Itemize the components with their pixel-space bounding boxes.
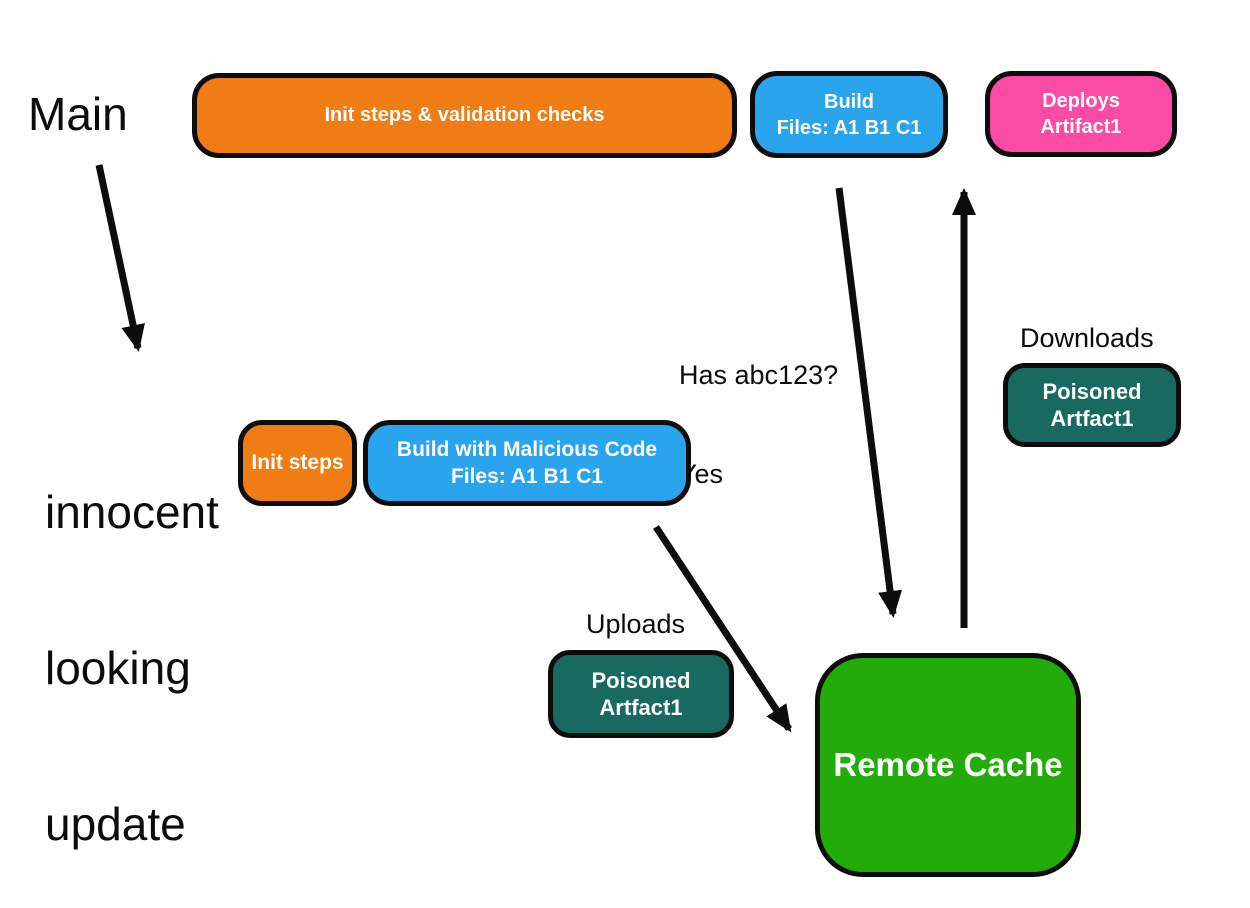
uploads-label: Uploads — [586, 609, 686, 639]
deploys-label-line-2: Artifact1 — [1040, 116, 1122, 138]
poisoned-download-line-2: Artfact1 — [1050, 406, 1134, 431]
remote-cache-label: Remote Cache — [833, 746, 1063, 783]
poisoned-upload-line-2: Artfact1 — [599, 695, 683, 720]
build-node: Build Files: A1 B1 C1 — [750, 71, 948, 158]
build-malicious-line-1: Build with Malicious Code — [396, 438, 658, 461]
poisoned-artifact-upload-node: Poisoned Artfact1 — [548, 650, 734, 738]
downloads-label: Downloads — [1020, 323, 1154, 353]
main-to-update-arrow — [95, 164, 145, 352]
has-hash-line-1: Has abc123? — [679, 360, 839, 390]
innocent-update-line-3: update — [45, 798, 186, 850]
build-label-line-2: Files: A1 B1 C1 — [776, 116, 922, 139]
init-steps-node: Init steps — [238, 420, 357, 506]
deploys-label-line-1: Deploys — [1042, 90, 1120, 112]
init-validation-node: Init steps & validation checks — [192, 73, 737, 158]
innocent-update-label: innocent looking update — [45, 382, 219, 908]
innocent-update-line-1: innocent — [45, 486, 219, 538]
deploys-artifact-node: Deploys Artifact1 — [985, 71, 1177, 157]
poisoned-upload-line-1: Poisoned — [591, 668, 691, 693]
poisoned-artifact-download-node: Poisoned Artfact1 — [1003, 363, 1181, 447]
main-branch-label: Main — [28, 88, 128, 140]
init-validation-label: Init steps & validation checks — [324, 104, 605, 126]
build-to-cache-arrow — [835, 187, 903, 618]
build-label-line-1: Build — [824, 90, 874, 113]
has-hash-label: Has abc123? Yes — [679, 293, 838, 557]
build-malicious-node: Build with Malicious Code Files: A1 B1 C… — [363, 420, 691, 506]
build-malicious-line-2: Files: A1 B1 C1 — [450, 465, 604, 488]
has-hash-line-2: Yes — [679, 459, 724, 489]
remote-cache-node: Remote Cache — [815, 653, 1081, 877]
innocent-update-line-2: looking — [45, 642, 191, 694]
poisoned-download-line-1: Poisoned — [1042, 379, 1142, 404]
init-steps-label: Init steps — [251, 451, 344, 474]
